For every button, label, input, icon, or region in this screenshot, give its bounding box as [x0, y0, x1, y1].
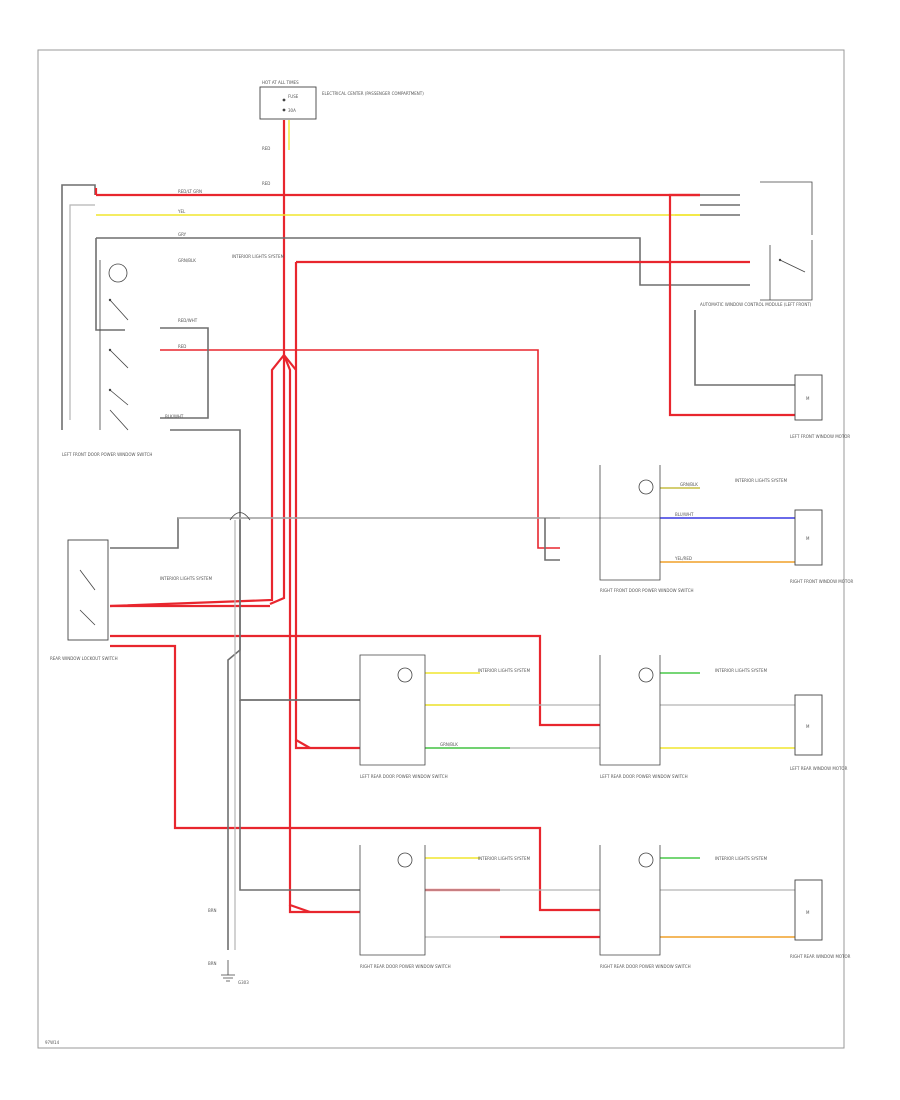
rf-motor-label: RIGHT FRONT WINDOW MOTOR [790, 579, 853, 584]
lr-switch-label: LEFT REAR DOOR POWER WINDOW SWITCH [360, 774, 448, 779]
ground-symbol [221, 960, 235, 982]
lf-window-switch [99, 260, 129, 431]
wire-lock-red: RED [178, 344, 186, 349]
fuse-box [259, 86, 317, 120]
wire-top-ylw: YEL [177, 209, 186, 214]
lr-switch2-label: LEFT REAR DOOR POWER WINDOW SWITCH [600, 774, 688, 779]
wire-lock-feed: GRN/BLK [178, 258, 196, 263]
rr-switch-label: RIGHT REAR DOOR POWER WINDOW SWITCH [360, 964, 451, 969]
lr-motor-m: M [806, 724, 810, 729]
rf-door-switch [599, 465, 661, 581]
motor-rr [794, 879, 823, 941]
rr-switch2-label: RIGHT REAR DOOR POWER WINDOW SWITCH [600, 964, 691, 969]
diagram-border [37, 49, 845, 1049]
wire-rf-blue: BLU/WHT [675, 512, 694, 517]
wire-top-red: RED/LT GRN [178, 189, 202, 194]
lf-motor-m: M [806, 396, 810, 401]
wire-rf-org: YEL/RED [674, 556, 692, 561]
ref-interior-2: INTERIOR LIGHTS SYSTEM [735, 478, 788, 483]
wire-lr-grn: GRN/BLK [440, 742, 458, 747]
lf-switch-label: LEFT FRONT DOOR POWER WINDOW SWITCH [62, 452, 152, 457]
wire-main-b: RED [262, 181, 270, 186]
lr-door-switch [359, 654, 426, 766]
rear-lockout-label: REAR WINDOW LOCKOUT SWITCH [50, 656, 118, 661]
ref-interior-3: INTERIOR LIGHTS SYSTEM [160, 576, 213, 581]
ref-interior-4: INTERIOR LIGHTS SYSTEM [478, 668, 531, 673]
wire-lock-b: BLK/WHT [165, 414, 184, 419]
wire-ground-a: BRN [208, 908, 217, 913]
ref-interior-6: INTERIOR LIGHTS SYSTEM [478, 856, 531, 861]
rr-door-switch-2 [599, 845, 661, 956]
rr-motor-label: RIGHT REAR WINDOW MOTOR [790, 954, 851, 959]
fuse-amp: 30A [288, 108, 296, 113]
rr-motor-m: M [806, 910, 810, 915]
wire-top-gry: GRY [178, 232, 187, 237]
page-code: 97W14 [45, 1040, 60, 1045]
rf-motor-m: M [806, 536, 810, 541]
fuse-label: FUSE [288, 94, 299, 99]
motor-lr [794, 694, 823, 756]
ref-interior-7: INTERIOR LIGHTS SYSTEM [715, 856, 768, 861]
ground-label: G303 [238, 980, 249, 985]
wire-ground-b: BRN [208, 961, 217, 966]
wire-main-a: RED [262, 146, 270, 151]
relay-label: AUTOMATIC WINDOW CONTROL MODULE (LEFT FR… [700, 302, 812, 307]
window-control-module [760, 181, 813, 301]
lf-motor-label: LEFT FRONT WINDOW MOTOR [790, 434, 850, 439]
lr-motor-label: LEFT REAR WINDOW MOTOR [790, 766, 848, 771]
rf-switch-label: RIGHT FRONT DOOR POWER WINDOW SWITCH [600, 588, 694, 593]
ref-interior-5: INTERIOR LIGHTS SYSTEM [715, 668, 768, 673]
wire-lock-a: RED/WHT [178, 318, 198, 323]
lr-door-switch-2 [599, 655, 661, 766]
fuse-title: HOT AT ALL TIMES [262, 80, 299, 85]
wire-layer [61, 120, 800, 950]
motor-rf [794, 509, 823, 566]
wire-rf-int: GRN/BLK [680, 482, 698, 487]
fuse-desc: ELECTRICAL CENTER (PASSENGER COMPARTMENT… [322, 91, 424, 96]
rear-lockout-switch [67, 539, 109, 641]
motor-lf [794, 374, 823, 421]
ref-interior-1: INTERIOR LIGHTS SYSTEM [232, 254, 285, 259]
rr-door-switch [359, 845, 426, 956]
